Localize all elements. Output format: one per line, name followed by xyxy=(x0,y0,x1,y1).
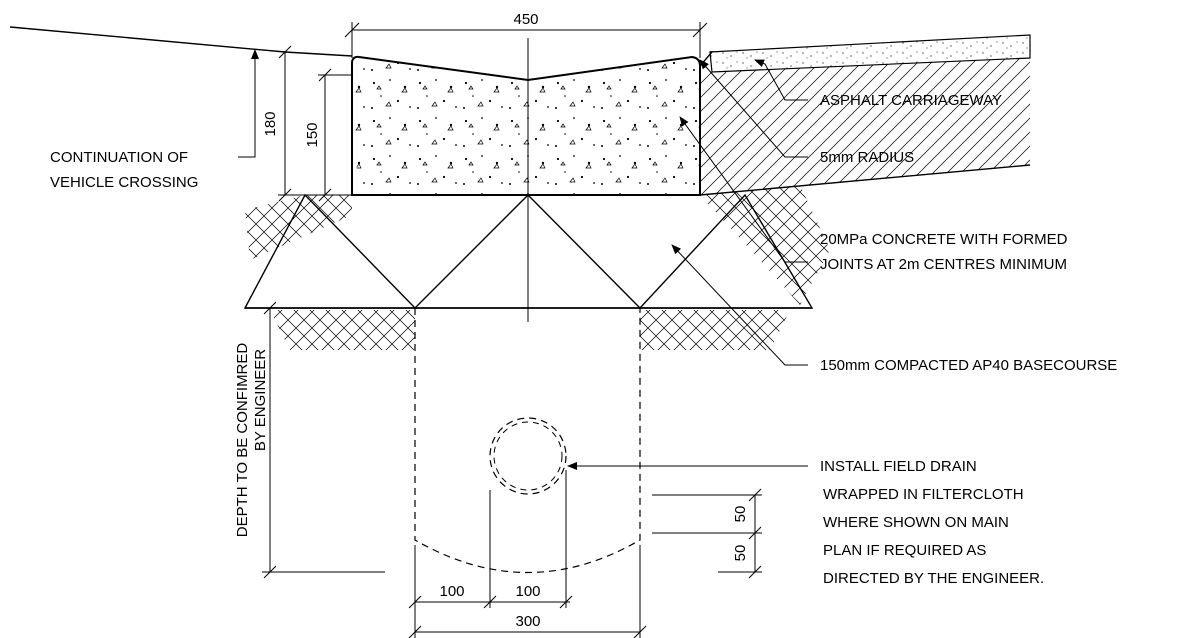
dim-drain-offset-right: 100 xyxy=(515,583,540,600)
concrete-dish-channel xyxy=(352,57,700,195)
ground-hatch-right xyxy=(700,58,1030,195)
dim-channel-width: 450 xyxy=(513,11,538,28)
basecourse-hatch-left xyxy=(245,195,352,260)
ground-line-left xyxy=(9,26,353,57)
label-concrete-line2: JOINTS AT 2m CENTRES MINIMUM xyxy=(820,256,1067,273)
label-asphalt: ASPHALT CARRIAGEWAY xyxy=(820,92,1002,109)
dim-concrete-depth: 150 xyxy=(304,122,321,147)
subgrade-hatch-right xyxy=(640,310,790,350)
label-drain-line2: WRAPPED IN FILTERCLOTH xyxy=(823,486,1024,503)
subgrade-hatch-left xyxy=(270,310,415,350)
dim-bedding-top: 50 xyxy=(732,506,749,523)
label-continuation-line1: CONTINUATION OF xyxy=(50,149,188,166)
label-radius: 5mm RADIUS xyxy=(820,149,914,166)
label-drain-line5: DIRECTED BY THE ENGINEER. xyxy=(823,570,1044,587)
dim-drain-offset-left: 100 xyxy=(439,583,464,600)
label-concrete-line1: 20MPa CONCRETE WITH FORMED xyxy=(820,231,1068,248)
field-drain-pipe xyxy=(489,417,567,495)
label-drain-line3: WHERE SHOWN ON MAIN xyxy=(823,514,1009,531)
field-drain-pipe-inner xyxy=(493,421,563,491)
label-drain-line4: PLAN IF REQUIRED AS xyxy=(823,542,986,559)
dim-overall-depth: 180 xyxy=(262,111,279,136)
label-drain-line1: INSTALL FIELD DRAIN xyxy=(820,458,977,475)
dim-trench-width: 300 xyxy=(515,613,540,630)
trench-outline xyxy=(414,308,641,574)
label-continuation-line2: VEHICLE CROSSING xyxy=(50,174,198,191)
basecourse-hatch-right xyxy=(700,185,830,305)
label-basecourse: 150mm COMPACTED AP40 BASECOURSE xyxy=(820,357,1117,374)
depth-note-line1: DEPTH TO BE CONFIMRED xyxy=(234,343,251,538)
dim-bedding-bottom: 50 xyxy=(732,545,749,562)
depth-note-line2: BY ENGINEER xyxy=(252,349,269,451)
basecourse-triangles xyxy=(243,193,814,310)
